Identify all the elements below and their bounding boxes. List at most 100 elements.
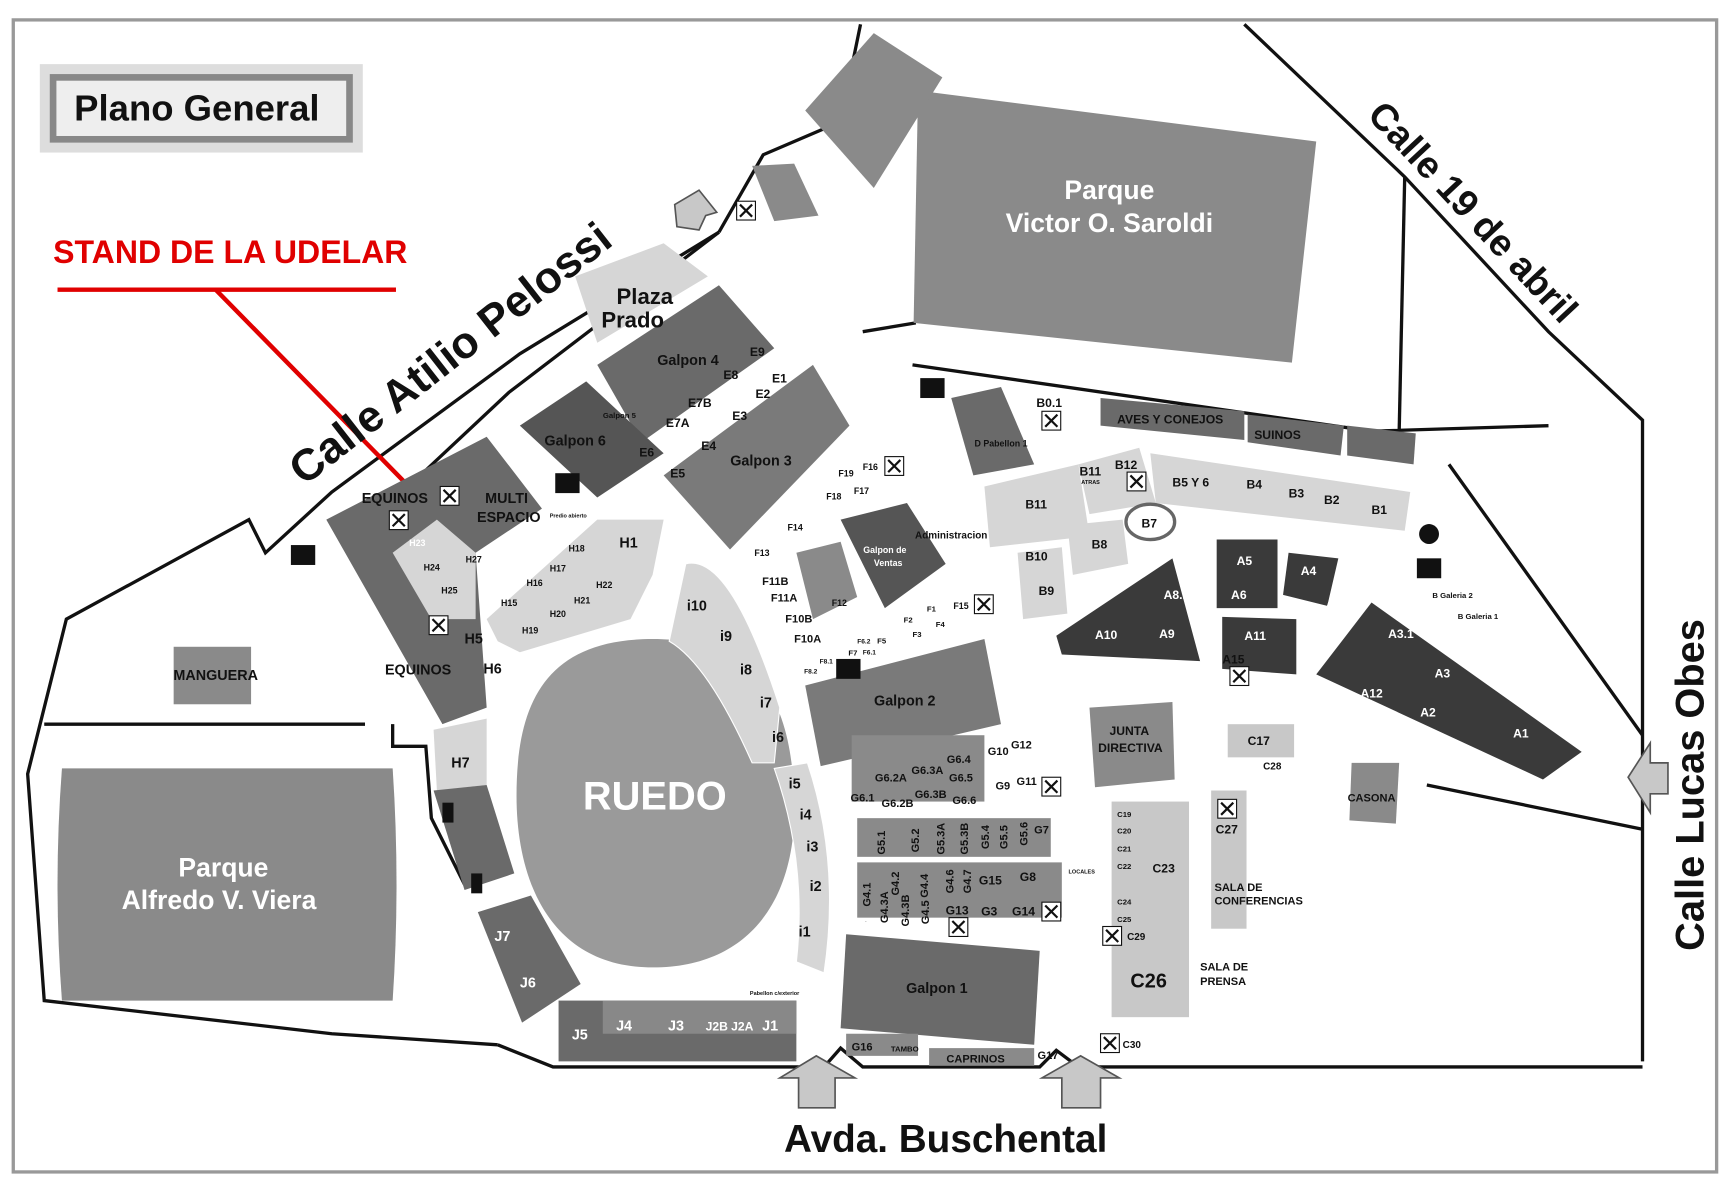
stand-label[interactable]: H7 (451, 755, 469, 771)
stand-label[interactable]: i8 (740, 662, 752, 678)
stand-label[interactable]: F2 (904, 615, 913, 624)
ruedo[interactable]: RUEDO (516, 639, 795, 968)
stand-label[interactable]: i1 (799, 924, 811, 940)
stand-label[interactable]: i6 (772, 730, 784, 746)
stand-label[interactable]: G4.1 (861, 883, 873, 907)
stand-label[interactable]: F13 (754, 548, 769, 558)
parque-viera[interactable]: Parque Alfredo V. Viera (57, 768, 397, 1001)
stand-label[interactable]: A3.1 (1388, 627, 1414, 641)
stand-label[interactable]: H23 (409, 538, 425, 548)
stand-label[interactable]: C21 (1117, 844, 1132, 853)
stand-label[interactable]: C20 (1117, 827, 1131, 836)
stand-label[interactable]: E1 (772, 372, 787, 386)
stand-label[interactable]: i10 (687, 598, 707, 614)
stand-label[interactable]: A11 (1244, 629, 1266, 643)
stand-label[interactable]: B9 (1039, 584, 1055, 598)
stand-label[interactable]: G13 (946, 903, 969, 917)
stand-label[interactable]: J7 (494, 929, 510, 945)
stand-label[interactable]: J2B (706, 1019, 729, 1033)
stand-label[interactable]: H20 (550, 609, 566, 619)
stand-label[interactable]: G5.1 (876, 831, 888, 855)
stand-label[interactable]: A13 (1325, 599, 1348, 613)
stand-label[interactable]: A2 (1420, 705, 1436, 719)
stand-label[interactable]: i7 (760, 696, 772, 712)
stand-label[interactable]: A8.1 (1164, 588, 1190, 602)
stand-label[interactable]: G1 (865, 921, 867, 923)
stand-label[interactable]: J3 (668, 1018, 684, 1034)
stand-label[interactable]: H21 (574, 596, 590, 606)
stand-label[interactable]: G6.5 (949, 773, 973, 785)
stand-label[interactable]: G10 (988, 746, 1009, 758)
stand-label[interactable]: J2A (731, 1019, 754, 1033)
stand-label[interactable]: A6 (1231, 588, 1247, 602)
stand-label[interactable]: i5 (789, 776, 801, 792)
stand-label[interactable]: H1 (619, 535, 637, 551)
stand-label[interactable]: G14 (1012, 904, 1035, 918)
stand-label[interactable]: C26 (1130, 970, 1167, 992)
stand-label[interactable]: G15 (979, 873, 1002, 887)
stand-label[interactable]: B12 (1115, 458, 1138, 472)
stand-label[interactable]: B1 (1372, 503, 1388, 517)
stand-label[interactable]: H24 (424, 562, 440, 572)
stand-label[interactable]: F10B (785, 613, 812, 625)
stand-label[interactable]: E9 (750, 345, 765, 359)
stand-label[interactable]: F11B (762, 576, 788, 588)
stand-label[interactable]: A9 (1159, 627, 1175, 641)
stand-label[interactable]: H22 (596, 580, 612, 590)
stand-label[interactable]: B11 (1025, 498, 1047, 512)
stand-label[interactable]: G8 (1020, 870, 1036, 884)
stand-label[interactable]: A4 (1301, 564, 1317, 578)
stand-label[interactable]: F17 (854, 486, 869, 496)
stand-label[interactable]: C19 (1117, 810, 1132, 819)
stand-label[interactable]: G6.2A (875, 773, 907, 785)
stand-label[interactable]: A15 (1222, 652, 1245, 666)
stand-label[interactable]: E4 (701, 439, 716, 453)
stand-label[interactable]: G5.3B (959, 823, 971, 855)
stand-label[interactable]: B8 (1092, 537, 1108, 551)
stand-label[interactable]: F8.1 (820, 658, 834, 665)
stand-label[interactable]: F11A (771, 592, 797, 604)
stand-label[interactable]: H27 (466, 555, 482, 565)
stand-label[interactable]: G4.4 (919, 873, 931, 898)
stand-label[interactable]: F5 (877, 636, 887, 645)
stand-label[interactable]: E3 (732, 409, 747, 423)
stand-label[interactable]: E7A (666, 416, 690, 430)
stand-label[interactable]: G9 (995, 780, 1010, 792)
stand-label[interactable]: F15 (953, 601, 968, 611)
stand-label[interactable]: G11 (1016, 776, 1036, 788)
stand-label[interactable]: A12 (1360, 687, 1383, 701)
stand-label[interactable]: G6.4 (947, 754, 972, 766)
stand-label[interactable]: G6.2B (882, 798, 914, 810)
stand-label[interactable]: F1 (927, 604, 937, 613)
stand-label[interactable]: F16 (863, 462, 878, 472)
stand-label[interactable]: B11 (1080, 464, 1102, 478)
stand-label[interactable]: A14 (1301, 667, 1316, 676)
stand-label[interactable]: B3 (1289, 487, 1305, 501)
stand-label[interactable]: G5.2 (910, 828, 922, 852)
stand-label[interactable]: G16 (852, 1041, 873, 1053)
stand-label[interactable]: C24 (1117, 897, 1132, 906)
stand-label[interactable]: G6.3A (911, 765, 943, 777)
stand-label[interactable]: C28 (1263, 762, 1282, 773)
stand-label[interactable]: B7 (1141, 516, 1157, 530)
stand-label[interactable]: i2 (810, 879, 822, 895)
stand-label[interactable]: G5.5 (999, 825, 1011, 849)
stand-label[interactable]: J5 (572, 1027, 588, 1043)
stand-label[interactable]: E6 (639, 446, 654, 460)
stand-label[interactable]: G4.3B (900, 895, 912, 927)
stand-label[interactable]: A1 (1513, 726, 1529, 740)
stand-label[interactable]: H6 (483, 661, 501, 677)
stand-label[interactable]: B5 Y 6 (1172, 475, 1209, 489)
stand-label[interactable]: A5 (1237, 554, 1253, 568)
stand-label[interactable]: F12 (832, 598, 847, 608)
stand-label[interactable]: i3 (806, 839, 818, 855)
stand-label[interactable]: G4.5 (920, 900, 932, 924)
stand-label[interactable]: C25 (1117, 915, 1132, 924)
stand-label[interactable]: G7 (1034, 825, 1049, 837)
stand-label[interactable]: H25 (441, 586, 457, 596)
stand-label[interactable]: H5 (465, 631, 483, 647)
stand-label[interactable]: H18 (569, 544, 585, 554)
stand-label[interactable]: F7 (848, 649, 857, 658)
stand-label[interactable]: G17 (1037, 1050, 1058, 1062)
stand-label[interactable]: G3 (981, 904, 997, 918)
